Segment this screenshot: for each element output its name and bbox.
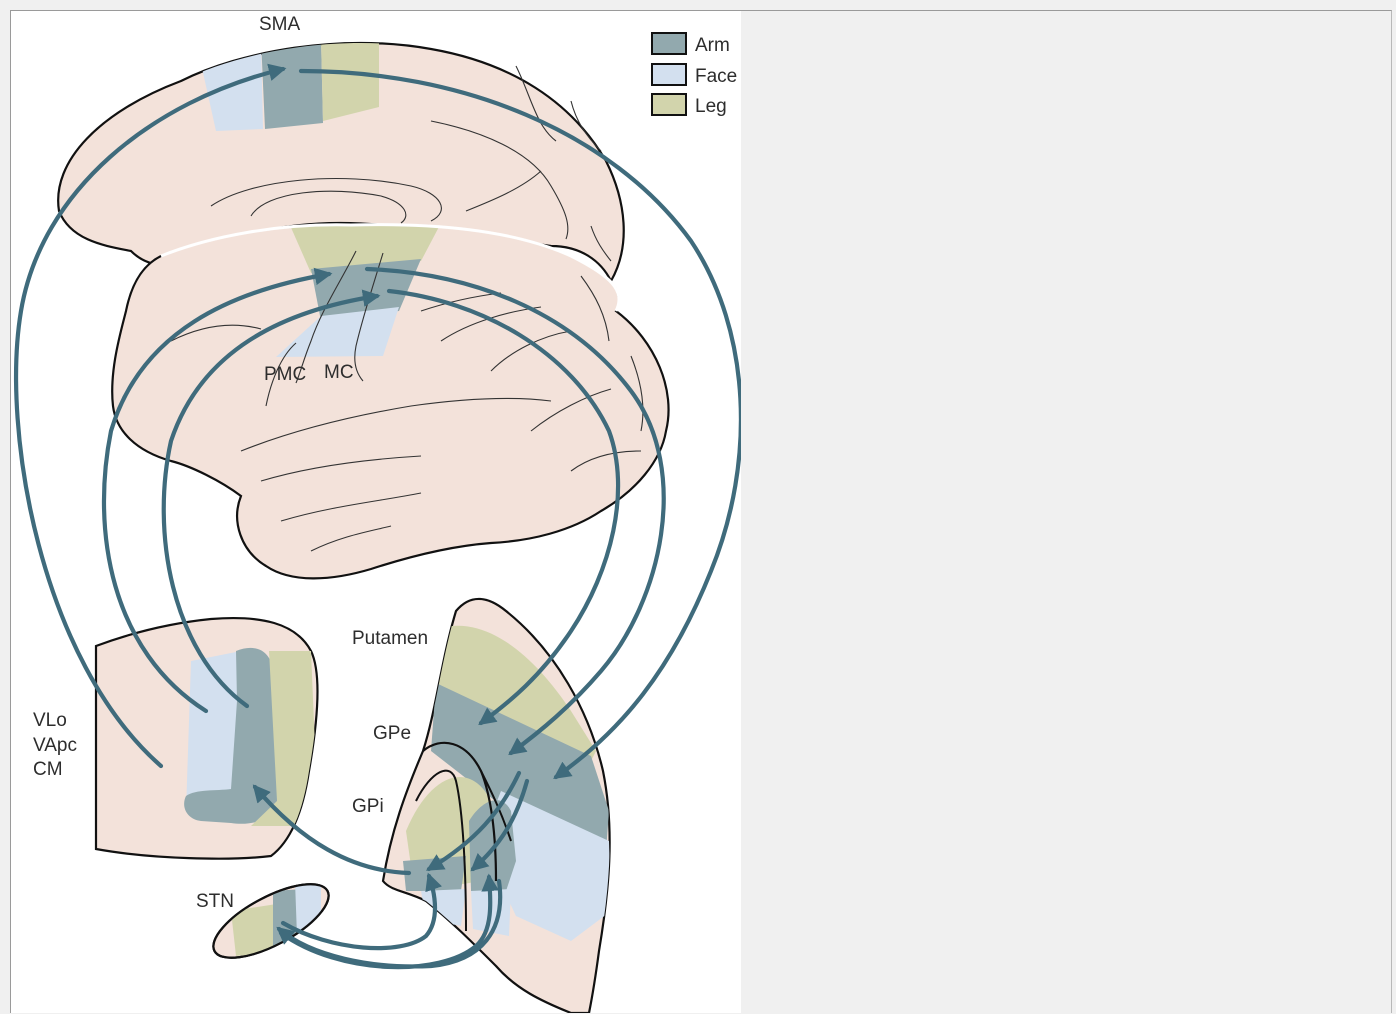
label-gpe: GPe <box>373 723 411 744</box>
label-cm: CM <box>33 759 63 780</box>
label-mc: MC <box>324 362 354 383</box>
thalamus-somatotopy <box>184 648 316 826</box>
legend-swatch-face <box>652 64 686 85</box>
motor-circuit-diagram: Arm Face Leg SMA PMC MC Putamen GPe GPi … <box>11 11 741 1013</box>
label-vapc: VApc <box>33 735 77 756</box>
stn <box>203 870 339 972</box>
basal-ganglia <box>383 599 611 1013</box>
legend-label-face: Face <box>695 66 737 87</box>
label-stn: STN <box>196 891 234 912</box>
thalamus <box>96 618 317 859</box>
legend: Arm Face Leg <box>652 33 737 117</box>
lateral-cortex <box>112 223 668 578</box>
label-pmc: PMC <box>264 364 306 385</box>
label-gpi: GPi <box>352 796 384 817</box>
legend-swatch-arm <box>652 33 686 54</box>
figure-frame: Arm Face Leg SMA PMC MC Putamen GPe GPi … <box>10 10 1392 1013</box>
label-putamen: Putamen <box>352 628 428 649</box>
label-sma: SMA <box>259 14 301 35</box>
legend-label-leg: Leg <box>695 96 727 117</box>
legend-swatch-leg <box>652 94 686 115</box>
label-vlo: VLo <box>33 710 67 731</box>
legend-label-arm: Arm <box>695 35 730 56</box>
diagram-svg: Arm Face Leg SMA PMC MC Putamen GPe GPi … <box>11 11 741 1013</box>
